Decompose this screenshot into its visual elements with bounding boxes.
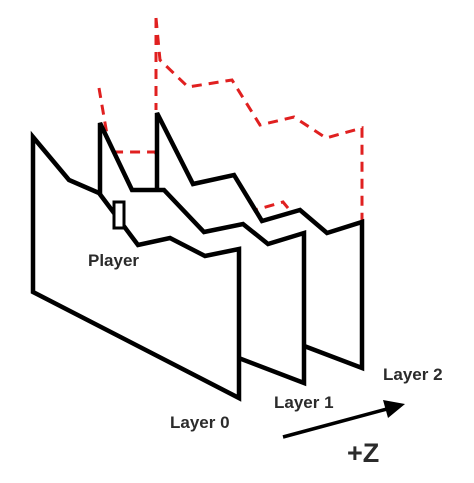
layer-0-panel	[30, 130, 242, 402]
player-marker	[112, 200, 126, 230]
z-axis-arrow-shaft	[282, 407, 388, 439]
z-axis-arrow-head	[383, 400, 405, 418]
player-label: Player	[88, 251, 139, 270]
layer-2-label: Layer 2	[383, 365, 443, 384]
layer-1-label: Layer 1	[274, 393, 334, 412]
z-axis-label: +Z	[347, 438, 379, 468]
z-axis-arrow	[282, 400, 405, 439]
projection-layer-2	[154, 17, 364, 230]
layer-0-label: Layer 0	[170, 413, 230, 432]
